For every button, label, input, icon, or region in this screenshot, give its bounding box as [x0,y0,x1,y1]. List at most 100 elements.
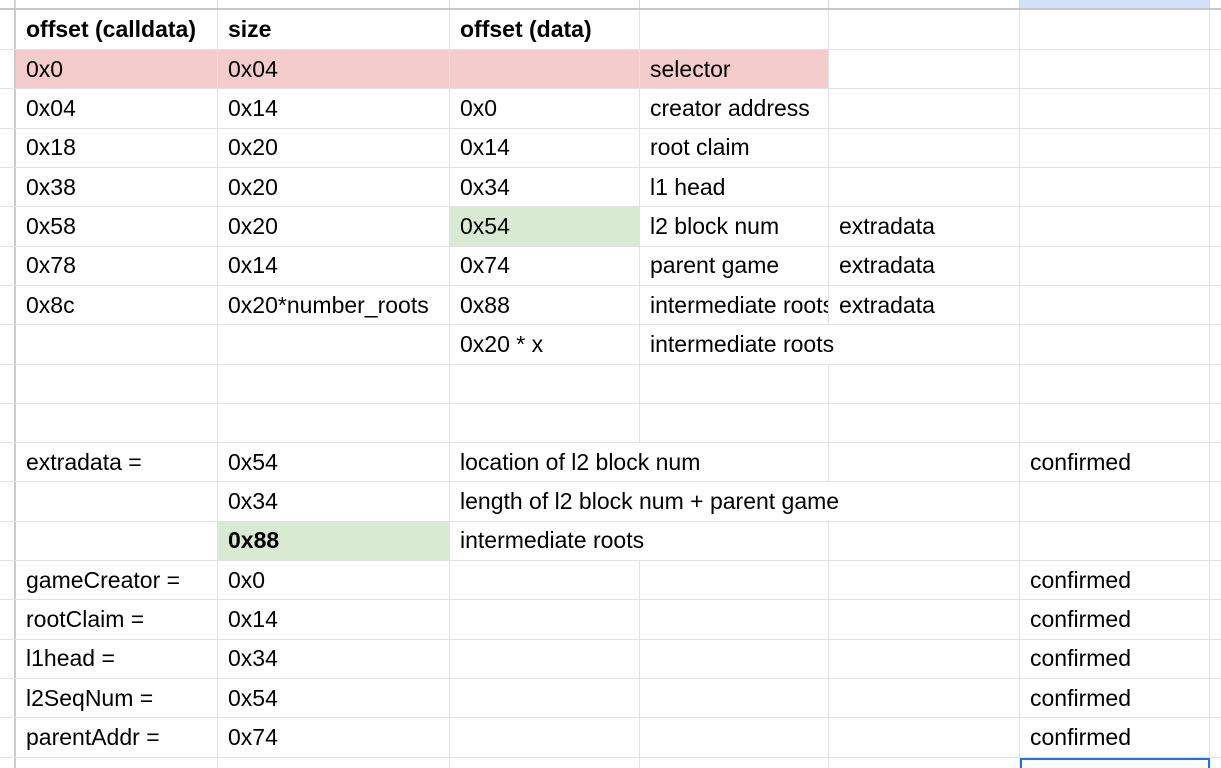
cell-B12[interactable]: 0x54 [218,443,450,482]
cell-C11[interactable] [450,403,640,443]
cell-G20[interactable] [1210,758,1221,768]
cell-A3[interactable]: 0x04 [16,89,218,128]
cell-B20[interactable] [218,757,450,768]
cell-B11[interactable] [218,403,450,443]
cell-G6[interactable] [1210,207,1221,245]
cell-C5[interactable]: 0x34 [450,167,640,207]
cell-D18[interactable] [640,679,829,718]
cell-G14[interactable] [1210,522,1221,560]
cell-C17[interactable] [450,639,640,678]
cell-F12[interactable]: confirmed [1020,443,1210,482]
cell-G17[interactable] [1210,640,1221,678]
cell-C10[interactable] [450,364,640,403]
cell-A14[interactable] [16,521,218,561]
cell-E7[interactable]: extradata [829,246,1020,285]
cell-C8[interactable]: 0x88 [450,285,640,325]
cell-F14[interactable] [1020,521,1210,561]
cell-A8[interactable]: 0x8c [16,285,218,325]
cell-E20[interactable] [829,757,1020,768]
cell-G18[interactable] [1210,679,1221,717]
cell-E3[interactable] [829,89,1020,128]
cell-B1[interactable]: size [218,10,450,49]
cell-B3[interactable]: 0x14 [218,89,450,128]
cell-C19[interactable] [450,718,640,757]
cell-F3[interactable] [1020,89,1210,128]
cell-B8[interactable]: 0x20*number_roots [218,285,450,325]
cell-C14[interactable]: intermediate roots [450,521,829,561]
cell-E12[interactable] [829,443,1020,482]
cell-A5[interactable]: 0x38 [16,167,218,207]
cell-C3[interactable]: 0x0 [450,89,640,128]
cell-A16[interactable]: rootClaim = [16,600,218,639]
cell-D17[interactable] [640,639,829,678]
cell-C0[interactable] [450,0,640,8]
cell-C2[interactable] [450,50,640,89]
cell-F0[interactable] [1020,0,1210,8]
cell-D8[interactable]: intermediate roots [640,285,829,325]
cell-G11[interactable] [1210,404,1221,442]
cell-F2[interactable] [1020,50,1210,89]
cell-B19[interactable]: 0x74 [218,718,450,757]
cell-C12[interactable]: location of l2 block num [450,443,829,482]
cell-D3[interactable]: creator address [640,89,829,128]
cell-F19[interactable]: confirmed [1020,718,1210,757]
cell-F15[interactable]: confirmed [1020,561,1210,600]
cell-B14[interactable]: 0x88 [218,521,450,561]
cell-C4[interactable]: 0x14 [450,128,640,167]
cell-B10[interactable] [218,364,450,403]
cell-E6[interactable]: extradata [829,207,1020,246]
cell-B16[interactable]: 0x14 [218,600,450,639]
cell-F5[interactable] [1020,167,1210,207]
cell-G16[interactable] [1210,600,1221,638]
cell-B17[interactable]: 0x34 [218,639,450,678]
cell-F13[interactable] [1020,482,1210,521]
cell-F1[interactable] [1020,10,1210,49]
cell-E16[interactable] [829,600,1020,639]
cell-D5[interactable]: l1 head [640,167,829,207]
cell-B7[interactable]: 0x14 [218,246,450,285]
cell-B18[interactable]: 0x54 [218,679,450,718]
cell-G15[interactable] [1210,561,1221,599]
cell-D19[interactable] [640,718,829,757]
cell-A0[interactable] [16,0,218,8]
cell-F16[interactable]: confirmed [1020,600,1210,639]
cell-F4[interactable] [1020,128,1210,167]
cell-D6[interactable]: l2 block num [640,207,829,246]
cell-A12[interactable]: extradata = [16,443,218,482]
cell-G8[interactable] [1210,286,1221,324]
cell-D15[interactable] [640,561,829,600]
cell-D9[interactable]: intermediate roots [640,325,1020,364]
cell-G3[interactable] [1210,89,1221,127]
cell-C6[interactable]: 0x54 [450,207,640,246]
cell-E4[interactable] [829,128,1020,167]
cell-D1[interactable] [640,10,829,49]
cell-C18[interactable] [450,679,640,718]
cell-G4[interactable] [1210,129,1221,167]
cell-F9[interactable] [1020,325,1210,364]
cell-D0[interactable] [640,0,829,8]
cell-G19[interactable] [1210,718,1221,756]
cell-F8[interactable] [1020,285,1210,325]
cell-D10[interactable] [640,364,829,403]
cell-D7[interactable]: parent game [640,246,829,285]
cell-E8[interactable]: extradata [829,285,1020,325]
cell-G7[interactable] [1210,247,1221,285]
cell-A6[interactable]: 0x58 [16,207,218,246]
cell-G0[interactable] [1210,0,1221,8]
cell-B2[interactable]: 0x04 [218,50,450,89]
cell-D2[interactable]: selector [640,50,829,89]
cell-E15[interactable] [829,561,1020,600]
cell-F18[interactable]: confirmed [1020,679,1210,718]
cell-A15[interactable]: gameCreator = [16,561,218,600]
cell-G1[interactable] [1210,10,1221,49]
cell-E1[interactable] [829,10,1020,49]
cell-D20[interactable] [640,757,829,768]
cell-C20[interactable] [450,757,640,768]
cell-E2[interactable] [829,50,1020,89]
cell-B13[interactable]: 0x34 [218,482,450,521]
cell-G12[interactable] [1210,443,1221,481]
cell-D16[interactable] [640,600,829,639]
cell-B0[interactable] [218,0,450,8]
cell-G10[interactable] [1210,365,1221,403]
cell-A20[interactable] [16,757,218,768]
